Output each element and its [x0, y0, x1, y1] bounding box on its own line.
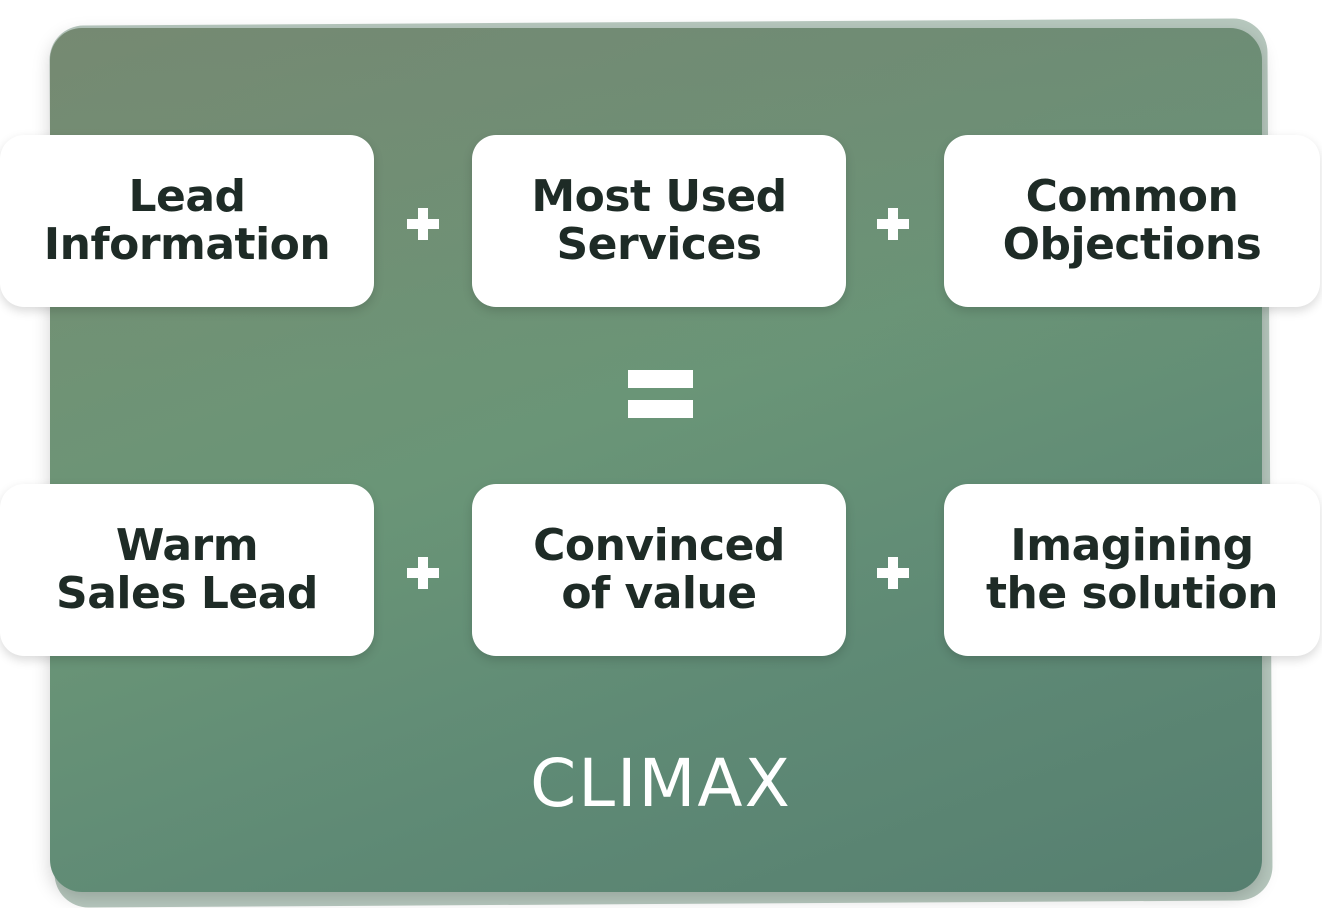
- card-convinced-of-value: Convinced of value: [472, 484, 846, 656]
- equals-bar-bottom: [628, 400, 693, 418]
- plus-icon: [877, 557, 909, 589]
- plus-icon: [407, 208, 439, 240]
- card-label: Common Objections: [1002, 171, 1262, 270]
- equals-bar-top: [628, 370, 693, 388]
- card-lead-information: Lead Information: [0, 135, 374, 307]
- card-label: Warm Sales Lead: [56, 520, 318, 619]
- card-common-objections: Common Objections: [944, 135, 1320, 307]
- card-label: Most Used Services: [531, 171, 787, 270]
- plus-icon: [407, 557, 439, 589]
- card-imagining-the-solution: Imagining the solution: [944, 484, 1320, 656]
- equals-icon: [628, 370, 693, 418]
- card-label: Imagining the solution: [985, 520, 1279, 619]
- plus-icon: [877, 208, 909, 240]
- card-warm-sales-lead: Warm Sales Lead: [0, 484, 374, 656]
- result-label-climax: CLIMAX: [530, 745, 792, 822]
- card-label: Convinced of value: [533, 520, 785, 619]
- card-label: Lead Information: [43, 171, 331, 270]
- card-most-used-services: Most Used Services: [472, 135, 846, 307]
